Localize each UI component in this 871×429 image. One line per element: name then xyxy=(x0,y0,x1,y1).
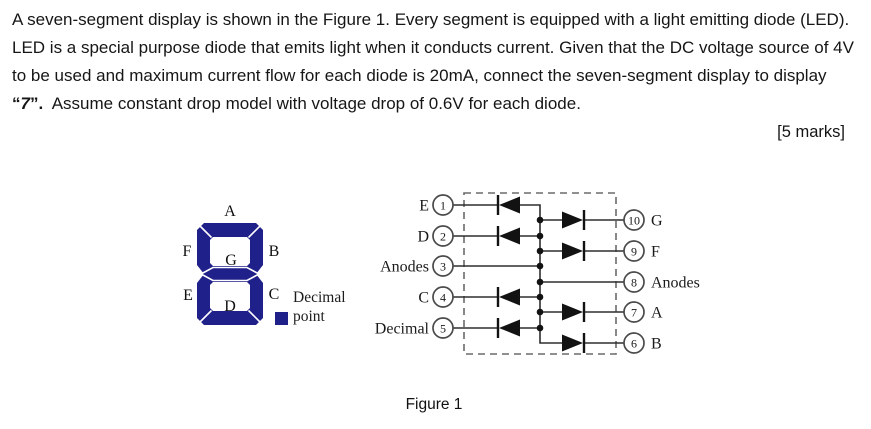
diode-e xyxy=(496,195,520,215)
segment-label-b: B xyxy=(268,243,280,260)
wires xyxy=(453,204,624,344)
pin-number-4: 4 xyxy=(440,291,446,305)
diode-f xyxy=(562,241,586,261)
pin-number-5: 5 xyxy=(440,322,446,336)
figure-caption: Figure 1 xyxy=(405,396,463,413)
decimal-point-label-line2: point xyxy=(293,308,325,325)
pin-label-c: C xyxy=(418,290,429,307)
target-digit: 7 xyxy=(20,94,30,113)
problem-line: “7”. Assume constant drop model with vol… xyxy=(12,90,857,118)
pin-2: 2 xyxy=(432,225,454,247)
pin-number-1: 1 xyxy=(440,199,446,213)
decimal-point-label: Decimal point xyxy=(293,288,346,326)
pin-number-3: 3 xyxy=(440,260,446,274)
marks-label: [5 marks] xyxy=(777,123,845,141)
diode-decimal xyxy=(496,318,520,338)
junction-dots xyxy=(536,216,544,332)
pin-label-a: A xyxy=(651,305,663,322)
segment-label-a: A xyxy=(224,203,236,220)
pin-9: 9 xyxy=(623,240,645,262)
pin-label-decimal: Decimal xyxy=(375,321,430,338)
problem-line: LED is a special purpose diode that emit… xyxy=(12,38,854,57)
segment-label-e: E xyxy=(183,287,193,304)
pin-label-anodes-right: Anodes xyxy=(651,275,700,292)
pin-number-7: 7 xyxy=(631,306,637,320)
pin-3: 3 xyxy=(432,255,454,277)
decimal-point-label-line1: Decimal xyxy=(293,289,346,306)
pin-10: 10 xyxy=(623,209,645,231)
pin-number-9: 9 xyxy=(631,245,637,259)
problem-line: A seven-segment display is shown in the … xyxy=(12,10,850,29)
diode-c xyxy=(496,287,520,307)
segment-label-g: G xyxy=(225,252,237,269)
pin-label-f: F xyxy=(651,244,660,261)
segment-label-f: F xyxy=(182,243,192,260)
decimal-point-square xyxy=(275,312,288,325)
problem-line-rest: Assume constant drop model with voltage … xyxy=(43,94,581,113)
pin-4: 4 xyxy=(432,286,454,308)
seven-segment-display xyxy=(197,223,263,325)
segment-g-shape xyxy=(199,266,261,282)
pin-number-10: 10 xyxy=(628,214,640,228)
diode-a xyxy=(562,302,586,322)
pin-6: 6 xyxy=(623,332,645,354)
pin-label-d: D xyxy=(417,229,429,246)
pin-number-6: 6 xyxy=(631,337,637,351)
pin-label-g: G xyxy=(651,213,663,230)
pin-5: 5 xyxy=(432,317,454,339)
segment-label-d: D xyxy=(224,298,236,315)
segment-label-c: C xyxy=(268,286,280,303)
pin-number-8: 8 xyxy=(631,276,637,290)
pin-8: 8 xyxy=(623,271,645,293)
pin-1: 1 xyxy=(432,194,454,216)
pin-label-anodes-left: Anodes xyxy=(380,259,429,276)
problem-line: to be used and maximum current flow for … xyxy=(12,66,827,85)
pin-label-e: E xyxy=(419,198,429,215)
pin-label-b: B xyxy=(651,336,662,353)
ic-dashed-outline xyxy=(463,192,617,355)
upper-window xyxy=(210,237,250,266)
close-quote: ”. xyxy=(29,94,44,113)
open-quote: “ xyxy=(12,94,21,113)
lower-window xyxy=(210,282,250,311)
corner-gaps xyxy=(197,223,263,325)
pin-number-2: 2 xyxy=(440,230,446,244)
diode-b xyxy=(562,333,586,353)
circuit-diagram: E 1 D 2 Anodes 3 C 4 Decimal 5 10 G xyxy=(375,192,700,355)
problem-statement: A seven-segment display is shown in the … xyxy=(12,6,857,118)
diode-d xyxy=(496,226,520,246)
diode-g xyxy=(562,210,586,230)
pin-7: 7 xyxy=(623,301,645,323)
